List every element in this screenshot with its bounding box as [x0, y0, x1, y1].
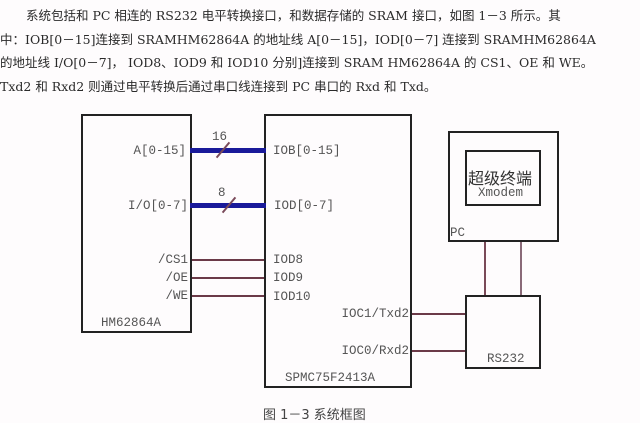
terminal-title: 超级终端	[468, 169, 533, 188]
sram-name-label: HM62864A	[101, 316, 162, 330]
pc-rs232-wire	[484, 242, 486, 296]
pin-iod9-label: IOD9	[273, 271, 304, 285]
pin-txd-label: IOC1/Txd2	[341, 307, 409, 321]
sram-block	[81, 114, 192, 333]
pin-cs-label: /CS1	[157, 253, 188, 267]
paragraph-line: 中：IOB[0－15]连接到 SRAMHM62864A 的地址线 A[0－15]…	[0, 31, 596, 47]
paragraph-line: Txd2 和 Rxd2 则通过电平转换后通过串口线连接到 PC 串口的 Rxd …	[0, 78, 437, 94]
pin-iod10-label: IOD10	[273, 290, 311, 304]
pc-label: PC	[450, 226, 466, 240]
pin-iob-label: IOB[0-15]	[273, 144, 341, 158]
figure-caption: 图 1－3 系统框图	[263, 408, 366, 423]
pin-iod-label: IOD[0-7]	[274, 199, 335, 213]
address-bus-width: 16	[212, 130, 228, 144]
description-paragraph: 系统包括和 PC 相连的 RS232 电平转换接口，和数据存储的 SRAM 接口…	[0, 4, 640, 98]
data-bus-width: 8	[218, 186, 226, 200]
rxd-wire	[412, 350, 466, 352]
pin-rxd-label: IOC0/Rxd2	[341, 344, 409, 358]
rs232-block	[465, 295, 541, 369]
paragraph-line: 的地址线 I/O[0－7]， IOD8、IOD9 和 IOD10 分别]连接到 …	[0, 55, 594, 70]
pc-block	[448, 131, 559, 242]
we-wire	[192, 295, 264, 297]
rs232-label: RS232	[487, 352, 525, 366]
address-bus	[190, 148, 266, 153]
mcu-name-label: SPMC75F2413A	[285, 371, 376, 385]
pin-we-label: /WE	[165, 289, 188, 303]
pc-rs232-wire	[520, 242, 522, 296]
terminal-subtitle: Xmodem	[478, 186, 524, 200]
terminal-window	[465, 150, 541, 206]
pin-iod8-label: IOD8	[273, 253, 304, 267]
paragraph-line: 系统包括和 PC 相连的 RS232 电平转换接口，和数据存储的 SRAM 接口…	[26, 8, 561, 23]
cs-wire	[192, 259, 264, 261]
txd-wire	[412, 313, 466, 315]
pin-oe-label: /OE	[165, 271, 188, 285]
oe-wire	[192, 277, 264, 279]
pin-addr-label: A[0-15]	[133, 144, 186, 158]
pin-io-label: I/O[0-7]	[127, 199, 188, 213]
mcu-block	[264, 114, 412, 388]
